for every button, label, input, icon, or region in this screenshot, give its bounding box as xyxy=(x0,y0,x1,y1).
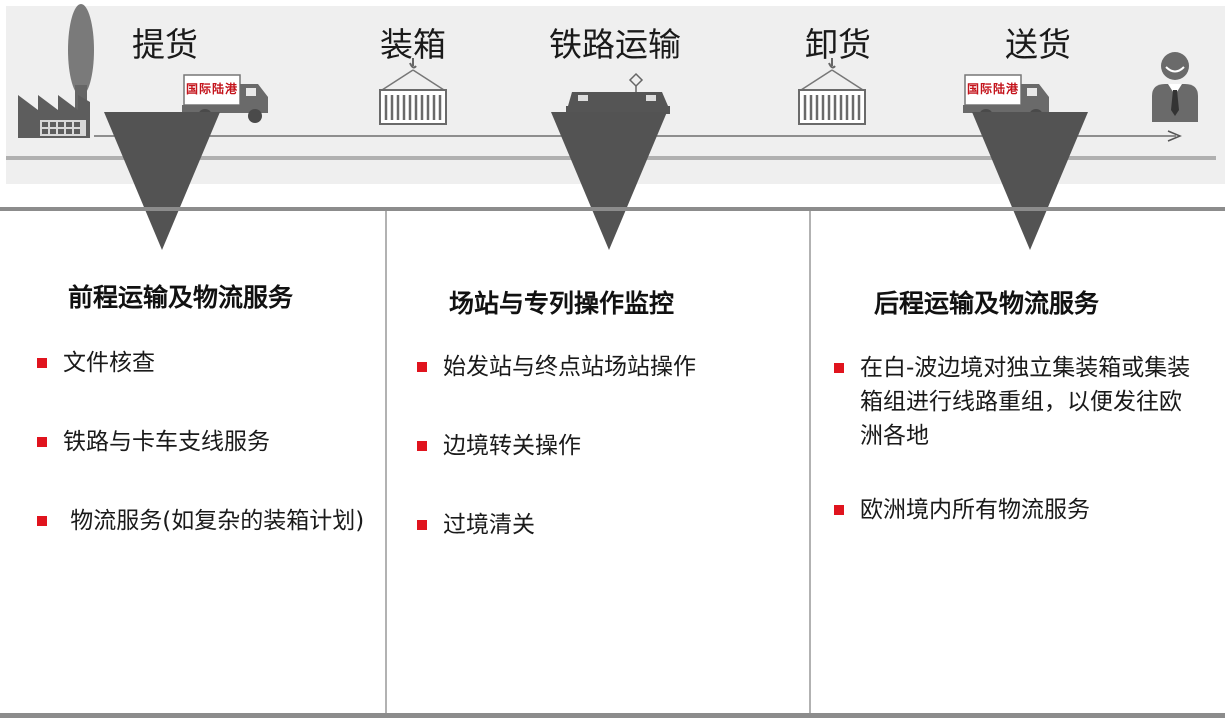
truck-icon xyxy=(963,74,1049,123)
list-item: 在白-波边境对独立集装箱或集装箱组进行线路重组，以便发往欧洲各地 xyxy=(834,351,1204,453)
stage-triangle-delivery xyxy=(972,112,1088,250)
truck-sign-text: 国际陆港 xyxy=(186,82,239,96)
stage-triangle-rail xyxy=(551,112,667,250)
train-icon xyxy=(566,72,670,114)
truck-sign-text: 国际陆港 xyxy=(967,82,1020,96)
list-item: 物流服务(如复杂的装箱计划) xyxy=(37,504,382,538)
list-item: 始发站与终点站场站操作 xyxy=(417,350,802,384)
section-divider-top xyxy=(0,207,1225,211)
column-title-station-ops: 场站与专列操作监控 xyxy=(449,289,675,318)
column-title-on-carriage: 后程运输及物流服务 xyxy=(874,289,1100,318)
stage-triangle-pickup xyxy=(104,112,220,250)
factory-icon xyxy=(18,4,94,138)
person-icon xyxy=(1152,52,1198,122)
bullet-list-on-carriage: 在白-波边境对独立集装箱或集装箱组进行线路重组，以便发往欧洲各地 欧洲境内所有物… xyxy=(834,351,1204,527)
timeline-arrowhead xyxy=(1167,130,1182,142)
bullet-list-station-ops: 始发站与终点站场站操作 边境转关操作 过境清关 xyxy=(417,350,802,542)
list-item: 欧洲境内所有物流服务 xyxy=(834,493,1204,527)
section-divider-bottom xyxy=(0,713,1225,718)
stage-label-packing: 装箱 xyxy=(380,25,446,64)
list-item: 边境转关操作 xyxy=(417,429,802,463)
container-icon xyxy=(379,58,447,125)
stage-label-pickup: 提货 xyxy=(132,25,198,64)
list-item: 过境清关 xyxy=(417,508,802,542)
stage-label-delivery: 送货 xyxy=(1005,25,1071,64)
column-title-pre-carriage: 前程运输及物流服务 xyxy=(68,283,294,312)
list-item: 铁路与卡车支线服务 xyxy=(37,425,382,459)
container-icon xyxy=(798,58,866,125)
bullet-list-pre-carriage: 文件核查 铁路与卡车支线服务 物流服务(如复杂的装箱计划) xyxy=(37,346,382,538)
stage-label-rail: 铁路运输 xyxy=(549,25,681,64)
stage-label-unloading: 卸货 xyxy=(805,25,871,64)
list-item: 文件核查 xyxy=(37,346,382,380)
